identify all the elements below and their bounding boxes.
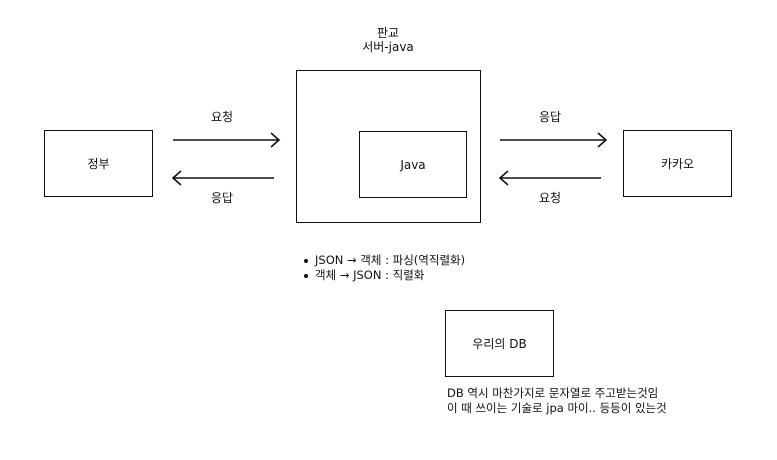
kakao-node: 카카오 <box>623 130 732 197</box>
arrow-server-to-kakao <box>500 132 608 148</box>
edge-label-kakao-response: 응답 <box>539 110 562 124</box>
server-node <box>296 70 481 223</box>
bullet-parsing: JSON → 객체 : 파싱(역직렬화) <box>303 253 465 268</box>
db-note-line-1: DB 역시 마찬가지로 문자열로 주고받는것임 <box>447 386 659 400</box>
server-title: 판교 서버-java <box>338 26 438 54</box>
government-node: 정부 <box>44 130 153 197</box>
java-label: Java <box>400 157 426 172</box>
db-label: 우리의 DB <box>472 337 527 351</box>
arrow-kakao-to-server <box>498 170 601 186</box>
db-note: DB 역시 마찬가지로 문자열로 주고받는것임 이 때 쓰이는 기술로 jpa … <box>447 386 667 416</box>
edge-label-gov-response: 응답 <box>211 191 234 205</box>
kakao-label: 카카오 <box>660 157 695 171</box>
edge-label-kakao-request: 요청 <box>539 191 562 205</box>
server-title-pangyo: 판교 <box>376 26 400 40</box>
arrow-server-to-gov <box>171 170 274 186</box>
bullet-serialization: 객체 → JSON : 직렬화 <box>303 268 465 283</box>
edge-label-gov-request: 요청 <box>211 110 234 124</box>
serialization-notes: JSON → 객체 : 파싱(역직렬화) 객체 → JSON : 직렬화 <box>303 253 465 283</box>
db-node: 우리의 DB <box>445 310 554 377</box>
db-note-line-2: 이 때 쓰이는 기술로 jpa 마이.. 등등이 있는것 <box>447 401 667 415</box>
arrow-gov-to-server <box>173 132 281 148</box>
government-label: 정부 <box>87 157 110 171</box>
java-node: Java <box>359 131 467 198</box>
server-title-java: 서버-java <box>362 40 414 54</box>
